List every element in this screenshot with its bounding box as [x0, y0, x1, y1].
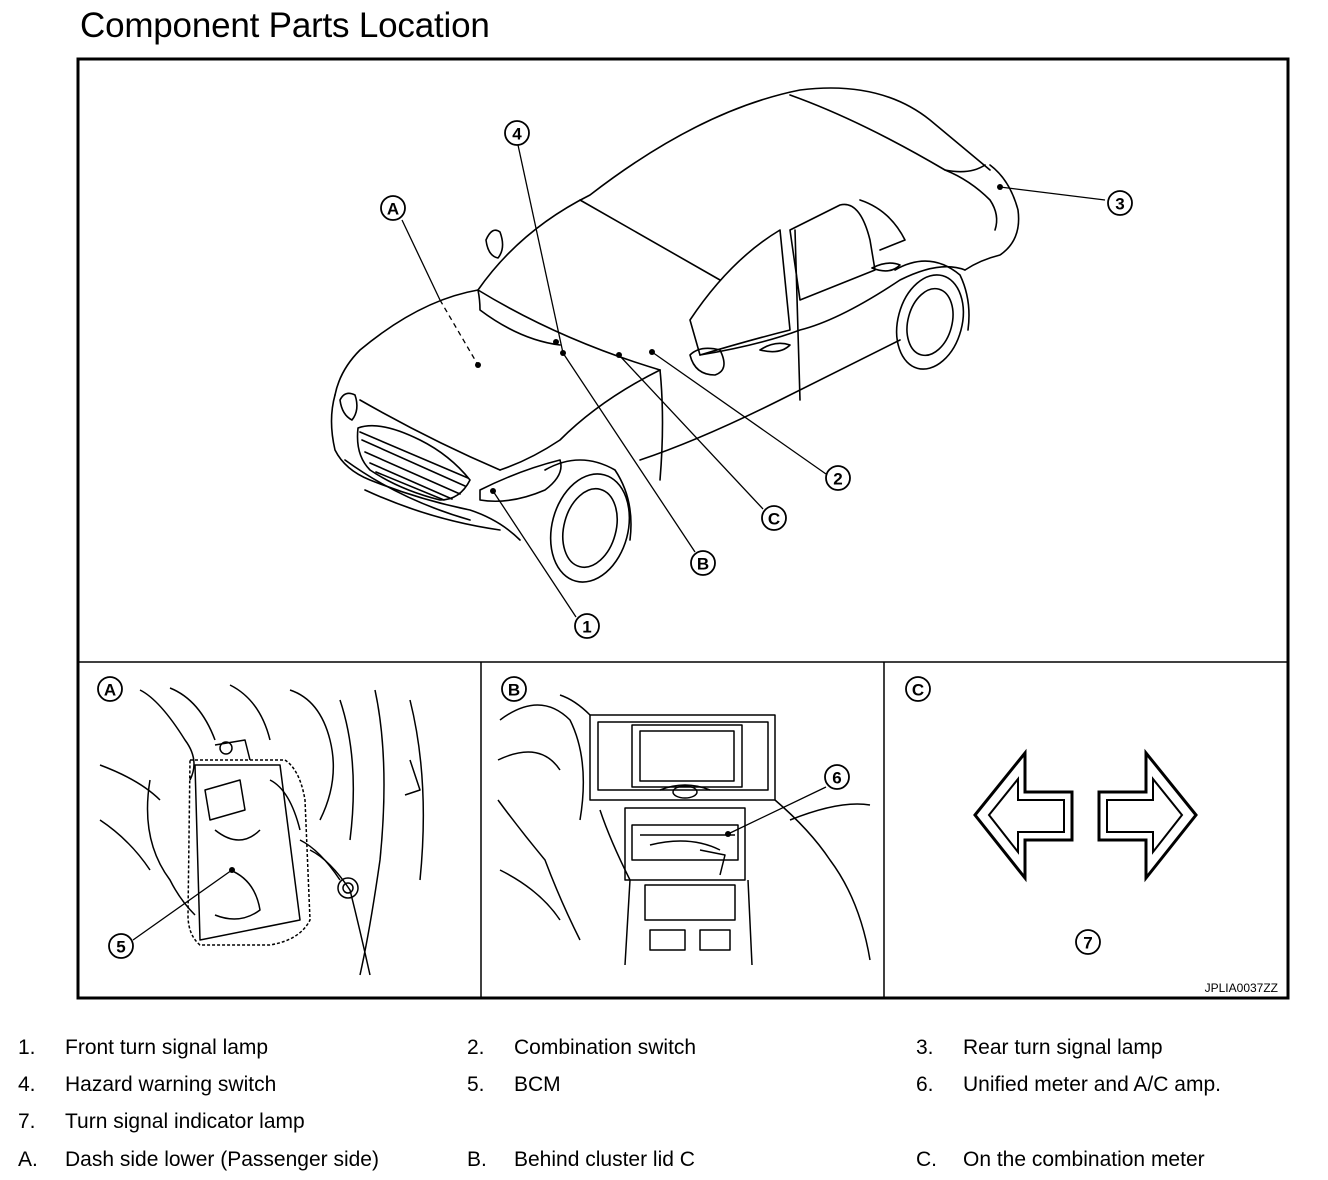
- legend-text: Turn signal indicator lamp: [65, 1110, 305, 1133]
- callout-6-circle: [824, 764, 850, 790]
- callout-5: 5: [116, 938, 125, 957]
- legend-num: 5.: [467, 1073, 485, 1096]
- callout-7: 7: [1083, 934, 1092, 953]
- image-code: JPLIA0037ZZ: [1205, 981, 1278, 995]
- car-illustration: [330, 87, 1020, 583]
- panel-b-label: B: [508, 681, 520, 700]
- callout-7-circle: [1075, 929, 1101, 955]
- callout-c-circle: [761, 505, 787, 531]
- legend-text: BCM: [514, 1073, 561, 1096]
- component-location-figure: A 4 3 2 C B 1 A 5: [76, 57, 1290, 1000]
- legend-num: A.: [18, 1148, 38, 1171]
- turn-signal-arrows: [973, 748, 1198, 883]
- legend-text: Dash side lower (Passenger side): [65, 1148, 379, 1171]
- legend-text: Front turn signal lamp: [65, 1036, 269, 1059]
- legend-num: 7.: [18, 1110, 36, 1133]
- callout-4: 4: [512, 125, 522, 144]
- legend-text: Rear turn signal lamp: [963, 1036, 1163, 1059]
- legend-num: 2.: [467, 1036, 485, 1059]
- callout-2-circle: [825, 465, 851, 491]
- panel-a-leader: [132, 869, 233, 941]
- left-arrow-icon: [973, 748, 1074, 883]
- panel-c-label: C: [912, 681, 924, 700]
- legend-text: Unified meter and A/C amp.: [963, 1073, 1221, 1096]
- callout-b: B: [697, 555, 709, 574]
- right-arrow-icon: [1097, 748, 1198, 883]
- callout-1: 1: [582, 618, 591, 637]
- leader-lines: [401, 144, 1106, 618]
- callout-1-circle: [574, 613, 600, 639]
- panel-a-label: A: [104, 681, 116, 700]
- legend-num: 1.: [18, 1036, 36, 1059]
- callout-a: A: [387, 200, 399, 219]
- legend-num: 4.: [18, 1073, 36, 1096]
- panel-a-label-circle: [97, 676, 123, 702]
- callout-3: 3: [1115, 195, 1124, 214]
- callout-3-circle: [1107, 190, 1133, 216]
- legend-num: B.: [467, 1148, 487, 1171]
- panel-c-label-circle: [905, 676, 931, 702]
- callout-a-circle: [380, 195, 406, 221]
- callout-2: 2: [833, 470, 842, 489]
- figure-frame: [76, 57, 1290, 1000]
- legend-text: Combination switch: [514, 1036, 697, 1059]
- legend-num: C.: [916, 1148, 937, 1171]
- legend-text: Behind cluster lid C: [514, 1148, 695, 1171]
- panel-a-illustration: [99, 684, 425, 976]
- legend-text: Hazard warning switch: [65, 1073, 277, 1096]
- panel-b-illustration: [497, 694, 871, 966]
- callout-6: 6: [832, 769, 841, 788]
- legend-text: On the combination meter: [963, 1148, 1205, 1171]
- leader-dots: [475, 184, 1003, 494]
- callout-5-circle: [108, 933, 134, 959]
- legend-num: 3.: [916, 1036, 934, 1059]
- callout-4-circle: [504, 120, 530, 146]
- panel-b-label-circle: [501, 676, 527, 702]
- callout-c: C: [768, 510, 780, 529]
- legend-num: 6.: [916, 1073, 934, 1096]
- callout-b-circle: [690, 550, 716, 576]
- page-title: Component Parts Location: [80, 6, 490, 45]
- panel-b-leader: [727, 786, 827, 835]
